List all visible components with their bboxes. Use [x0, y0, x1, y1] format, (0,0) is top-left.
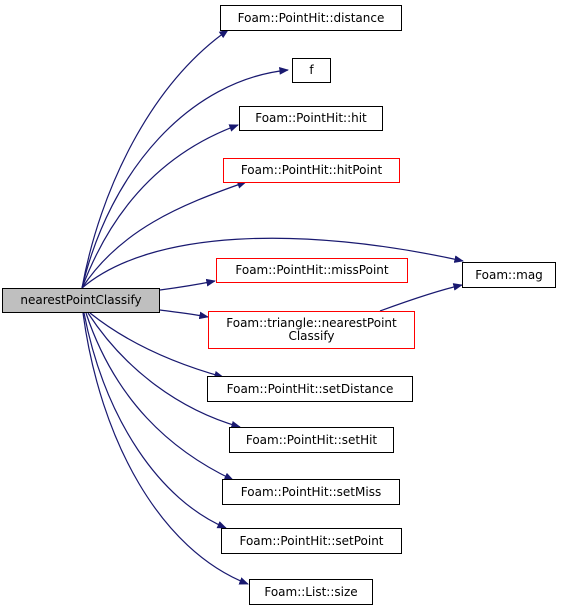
edge-to-setHit [87, 312, 241, 429]
edge-to-mag [81, 237, 464, 289]
node-setHit[interactable]: Foam::PointHit::setHit [229, 427, 394, 453]
node-setDistance[interactable]: Foam::PointHit::setDistance [207, 376, 413, 402]
node-label: Foam::PointHit::setMiss [240, 484, 382, 499]
node-label: Foam::PointHit::setPoint [239, 533, 384, 548]
node-setMiss[interactable]: Foam::PointHit::setMiss [222, 479, 400, 505]
edge-to-distance [81, 29, 229, 289]
node-root-label: nearestPointClassify [20, 293, 142, 307]
node-f[interactable]: f [292, 58, 331, 83]
node-label: Foam::PointHit::distance [237, 10, 385, 25]
node-mag[interactable]: Foam::mag [462, 262, 556, 288]
node-label: Foam::PointHit::hit [255, 111, 367, 125]
edge-to-hitPoint [81, 181, 247, 289]
node-label: Foam::PointHit::missPoint [235, 263, 389, 277]
node-triangleNearest[interactable]: Foam::triangle::nearestPoint Classify [208, 311, 415, 349]
edge-to-hit [81, 124, 239, 289]
edge-to-missPoint [159, 278, 216, 291]
edge-to-f [81, 67, 289, 289]
node-label: Foam::mag [475, 267, 543, 282]
node-label: Foam::PointHit::setDistance [226, 381, 394, 396]
edge-to-setMiss [85, 312, 234, 481]
node-hit[interactable]: Foam::PointHit::hit [239, 106, 383, 131]
node-label: Foam::triangle::nearestPoint Classify [226, 316, 397, 343]
node-hitPoint[interactable]: Foam::PointHit::hitPoint [223, 158, 400, 183]
edge-to-setPoint [83, 312, 227, 529]
edge-to-setDistance [89, 312, 224, 379]
node-label: Foam::PointHit::hitPoint [240, 163, 383, 177]
node-root: nearestPointClassify [2, 288, 160, 313]
node-label: Foam::PointHit::setHit [245, 432, 378, 447]
edge-triangle-to-mag [379, 283, 463, 312]
edge-to-triangleNearest [159, 309, 209, 320]
edge-to-size [82, 312, 249, 585]
node-missPoint[interactable]: Foam::PointHit::missPoint [216, 258, 408, 283]
node-size[interactable]: Foam::List::size [249, 579, 373, 605]
node-label: Foam::List::size [264, 584, 358, 599]
node-setPoint[interactable]: Foam::PointHit::setPoint [221, 528, 402, 554]
node-distance[interactable]: Foam::PointHit::distance [220, 5, 402, 31]
node-label: f [309, 63, 314, 77]
